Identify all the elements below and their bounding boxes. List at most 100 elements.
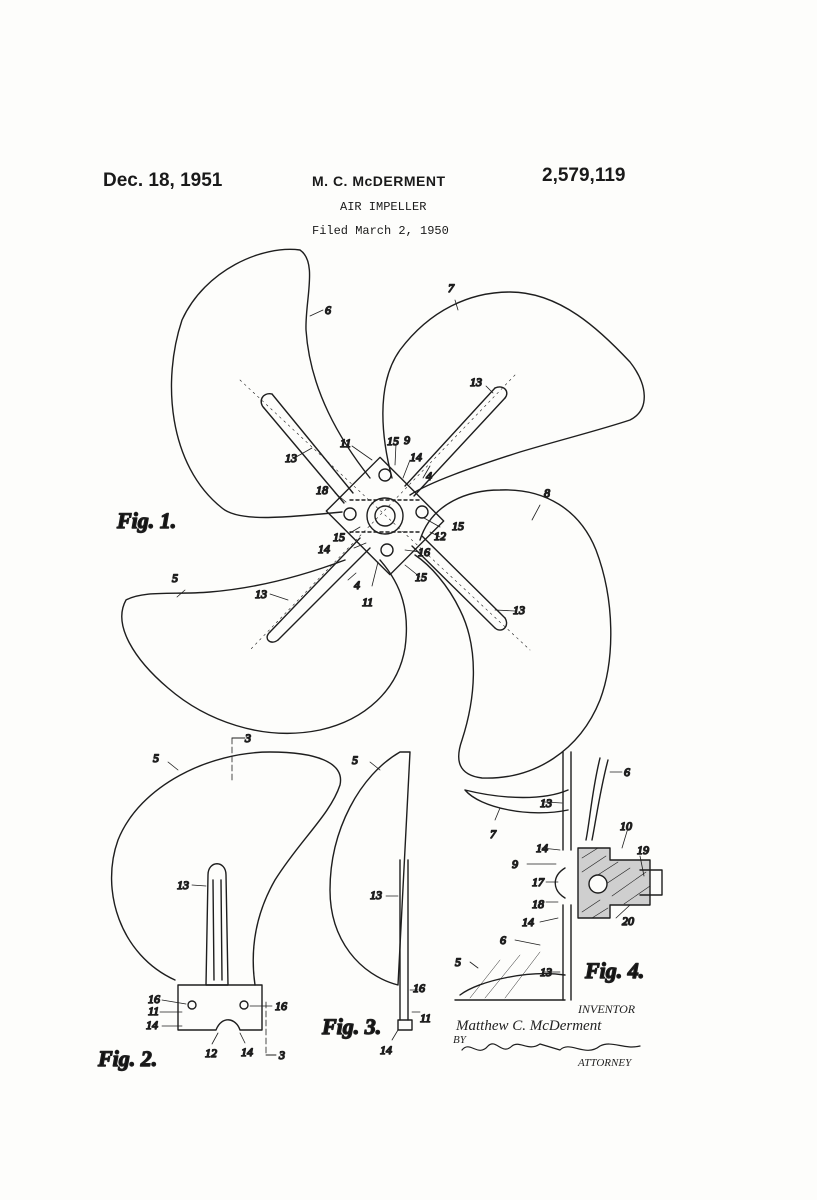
fig4-hub-body: [577, 847, 651, 919]
label-17-fig4: 17: [532, 875, 545, 889]
fig4-label: Fig. 4.: [584, 958, 644, 983]
fig4-hub-hatch: [581, 847, 651, 919]
label-5-fig3: 5: [352, 753, 358, 767]
hub-inner-ring: [374, 505, 396, 527]
blade-7: [382, 291, 645, 496]
rivet-top: [378, 468, 392, 482]
rivet-bottom: [380, 543, 394, 557]
label-6-fig4: 6: [624, 765, 630, 779]
fig2-spoke-inner: [212, 879, 223, 981]
attorney-signature-drawing: [461, 1043, 641, 1051]
fig4-blade-7: [464, 789, 569, 814]
label-18-fig4: 18: [532, 897, 544, 911]
label-9-fig4: 9: [512, 857, 518, 871]
fig2-drawing: Fig. 2. 5 3 13 16 11 14 16 12 14 3: [96, 730, 342, 1072]
fig3-label: Fig. 3.: [321, 1014, 381, 1039]
spoke-13-upper-left: [263, 393, 354, 504]
label-11-bottom: 11: [362, 595, 373, 609]
fig4-blade-6: [585, 757, 609, 841]
label-7-fig4: 7: [490, 827, 497, 841]
label-13-left: 13: [285, 451, 297, 465]
fig2-spoke: [205, 863, 229, 986]
fig4-drawing: Fig. 4. 6 13 7 10 14 19 9 17 18 20 14 6 …: [454, 751, 663, 1001]
label-12-fig1: 12: [434, 529, 446, 543]
fig2-hole-left: [187, 1000, 197, 1010]
spoke-13-lower-right: [411, 535, 506, 629]
fig4-rivet: [554, 867, 566, 899]
label-13-fig2: 13: [177, 878, 189, 892]
label-5-fig1: 5: [172, 571, 178, 585]
label-14-fig2-left: 14: [146, 1018, 158, 1032]
patent-number: 2,579,119: [542, 165, 626, 186]
label-14-fig3: 14: [380, 1043, 392, 1057]
label-19-fig4: 19: [637, 843, 649, 857]
fig3-spoke: [399, 859, 409, 1021]
fig4-spoke-upper: [562, 751, 572, 851]
by-label: BY: [453, 1034, 466, 1046]
label-5-fig4: 5: [455, 955, 461, 969]
label-9-fig1: 9: [404, 433, 410, 447]
label-3-fig2-bottom: 3: [278, 1048, 285, 1062]
fig3-drawing: Fig. 3. 5 13 16 11 14: [320, 751, 432, 1058]
fig2-section-line: [231, 737, 267, 1056]
spoke-13-upper-left-tip: [260, 393, 273, 409]
label-16-fig2-left: 16: [148, 992, 160, 1006]
patent-date: Dec. 18, 1951: [103, 170, 223, 191]
label-15-top: 15: [387, 434, 399, 448]
label-16-fig1: 16: [418, 545, 430, 559]
label-16-fig2-right: 16: [275, 999, 287, 1013]
label-11-top: 11: [340, 436, 351, 450]
label-13-top-right: 13: [470, 375, 482, 389]
blade-8: [414, 489, 612, 779]
label-6-fig1: 6: [325, 303, 331, 317]
label-3-fig2-top: 3: [244, 731, 251, 745]
fig1-drawing: Fig. 1. 6 7 13 11 15 9 14 4 13 18 8 15 1…: [115, 248, 645, 779]
blade-5: [121, 559, 408, 734]
fig1-label: Fig. 1.: [116, 508, 176, 533]
label-4-top: 4: [426, 469, 432, 483]
fig3-blade-outline: [329, 751, 411, 986]
label-13-fig3: 13: [370, 888, 382, 902]
label-11-fig2: 11: [148, 1004, 159, 1018]
label-16-fig3: 16: [413, 981, 425, 995]
rivet-right: [415, 505, 429, 519]
spoke-13-upper-right-tip: [494, 386, 508, 399]
label-15-left: 15: [333, 530, 345, 544]
label-5-fig2: 5: [153, 751, 159, 765]
inventor-header: M. C. McDERMENT: [312, 173, 446, 189]
label-14-top: 14: [410, 450, 422, 464]
fig4-blade-5: [454, 973, 566, 1001]
spoke-13-lower-left-tip: [266, 631, 279, 643]
fig2-mount-plate: [177, 984, 263, 1031]
fig2-label: Fig. 2.: [97, 1046, 157, 1071]
label-6-fig4-lower: 6: [500, 933, 506, 947]
label-15-bottom: 15: [415, 570, 427, 584]
label-14-left: 14: [318, 542, 330, 556]
hub-plate: [325, 456, 445, 576]
hub-outer-ring: [366, 497, 404, 535]
spoke-13-lower-left: [269, 537, 371, 641]
label-11-fig3: 11: [420, 1011, 431, 1025]
invention-title: AIR IMPELLER: [340, 200, 427, 214]
fig4-spoke-lower: [562, 904, 572, 1001]
fig4-set-screw: [588, 874, 608, 894]
label-15-right: 15: [452, 519, 464, 533]
label-13-fig4-top: 13: [540, 796, 552, 810]
blade-6: [170, 248, 371, 519]
label-13-fig4-bottom: 13: [540, 965, 552, 979]
hub-dashed: [349, 499, 421, 533]
label-4-bottom: 4: [354, 578, 360, 592]
label-14-fig4-bottom: 14: [522, 915, 534, 929]
rivet-left: [343, 507, 357, 521]
label-8-fig1: 8: [544, 486, 550, 500]
label-12-fig2: 12: [205, 1046, 217, 1060]
fig3-foot: [397, 1019, 413, 1031]
label-14-fig4-top: 14: [536, 841, 548, 855]
label-13-bottom-right: 13: [513, 603, 525, 617]
label-13-bottom-left: 13: [255, 587, 267, 601]
inventor-heading: INVENTOR: [578, 1002, 636, 1016]
spoke-13-lower-right-tip: [494, 617, 508, 631]
label-10-fig4: 10: [620, 819, 632, 833]
label-7-fig1: 7: [448, 281, 455, 295]
